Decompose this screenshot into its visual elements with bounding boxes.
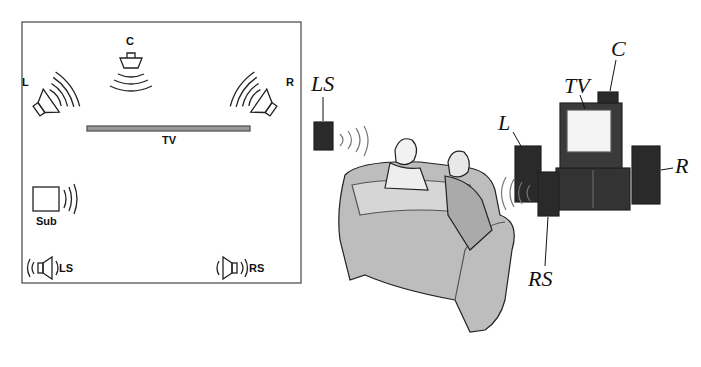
tv-stand	[556, 168, 630, 210]
person-head	[448, 151, 469, 177]
tv-bar	[87, 126, 250, 131]
speaker-label: RS	[249, 263, 264, 274]
callout-label: TV	[564, 75, 590, 97]
speaker-label: R	[286, 77, 294, 88]
speaker-label: L	[22, 77, 29, 88]
center-speaker-icon	[120, 58, 142, 68]
panel-border	[22, 22, 301, 283]
speaker-label: C	[126, 36, 134, 47]
leader-lines	[323, 60, 673, 266]
right-surround-icon	[217, 257, 248, 279]
speaker-label: TV	[162, 135, 176, 146]
left-speaker-icon	[24, 70, 82, 128]
c-speaker	[598, 92, 618, 103]
callout-label: R	[675, 155, 688, 177]
ls-speaker	[314, 122, 333, 150]
callout-label: C	[611, 38, 626, 60]
couch	[339, 162, 515, 332]
rs-speaker	[538, 172, 559, 216]
callout-label: L	[498, 112, 510, 134]
r-speaker	[632, 146, 660, 204]
person-head	[395, 139, 417, 165]
callout-label: LS	[311, 73, 334, 95]
callout-label: RS	[528, 268, 552, 290]
left-surround-icon	[28, 257, 59, 279]
speaker-label: Sub	[36, 216, 57, 227]
right-speaker-icon	[227, 70, 285, 128]
speaker-label: LS	[59, 263, 73, 274]
tv-set	[560, 103, 622, 168]
subwoofer-icon	[33, 187, 59, 211]
